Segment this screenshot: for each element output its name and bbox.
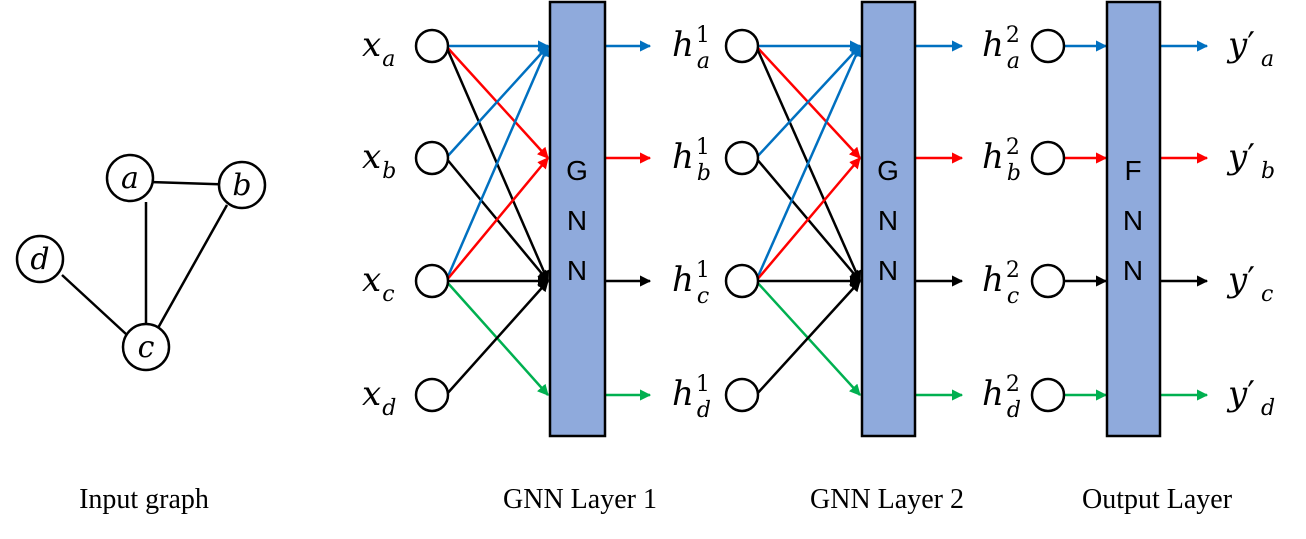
hidden2-node-c xyxy=(1030,263,1066,299)
caption-gnn-layer-1: GNN Layer 1 xyxy=(503,484,657,515)
gnn2-letter-2: N xyxy=(878,205,898,236)
graph-node-label-a: a xyxy=(121,161,139,196)
output-layer-box xyxy=(1105,0,1162,438)
input-node-c xyxy=(414,263,450,299)
input-node-b xyxy=(414,140,450,176)
output-layer-block: F N N xyxy=(1105,0,1162,438)
message-arrow-layer2-d-to-c xyxy=(755,280,861,396)
hidden2-node-a xyxy=(1030,28,1066,64)
graph-node-label-d: d xyxy=(30,242,49,277)
hidden2-node-d xyxy=(1030,377,1066,413)
input-label-b: xb xyxy=(362,137,396,184)
hidden2-node-b xyxy=(1030,140,1066,176)
output-label-b: y′b xyxy=(1226,137,1275,184)
message-arrow-layer1-d-to-c xyxy=(445,280,549,396)
output-label-c: y′c xyxy=(1226,260,1273,307)
fnn-letter-1: F xyxy=(1124,155,1141,186)
caption-input-graph: Input graph xyxy=(79,484,209,515)
graph-edge-d-c xyxy=(61,274,127,335)
graph-node-label-c: c xyxy=(138,330,155,365)
message-arrow-layer2-c-to-a xyxy=(754,44,862,282)
message-arrow-layer1-b-to-a xyxy=(445,45,549,159)
input-node-d xyxy=(414,377,450,413)
input-graph: a b c d xyxy=(15,153,267,372)
message-arrow-layer1-c-to-a xyxy=(444,44,550,282)
gnn-layer-1-block: G N N xyxy=(548,0,607,438)
graph-node-label-b: b xyxy=(232,168,251,203)
gnn-layer-2-block: G N N xyxy=(860,0,917,438)
gnn2-letter-1: G xyxy=(877,155,899,186)
input-label-d: xd xyxy=(362,374,396,421)
hidden1-node-a xyxy=(724,28,760,64)
input-label-c: xc xyxy=(362,260,395,307)
gnn1-letter-2: N xyxy=(567,205,587,236)
graph-node-d xyxy=(15,234,65,284)
message-arrows xyxy=(444,40,1209,401)
message-arrow-layer2-b-to-a xyxy=(755,45,861,159)
graph-node-c xyxy=(121,322,171,372)
fnn-letter-2: N xyxy=(1123,205,1143,236)
graph-edge-b-c xyxy=(156,204,229,329)
message-arrow-layer1-c-to-b xyxy=(445,157,549,282)
caption-gnn-layer-2: GNN Layer 2 xyxy=(810,484,964,515)
gnn2-letter-3: N xyxy=(878,255,898,286)
message-arrow-layer2-c-to-b xyxy=(755,157,861,282)
graph-node-a xyxy=(105,153,155,203)
input-node-a xyxy=(414,28,450,64)
graph-node-b xyxy=(217,160,267,210)
output-label-a: y′a xyxy=(1226,25,1274,72)
gnn1-letter-3: N xyxy=(567,255,587,286)
gnn-layer-1-box xyxy=(548,0,607,438)
gnn1-letter-1: G xyxy=(566,155,588,186)
input-label-a: xa xyxy=(362,25,395,72)
gnn-layer-2-box xyxy=(860,0,917,438)
caption-output-layer: Output Layer xyxy=(1082,484,1233,515)
hidden1-node-c xyxy=(724,263,760,299)
output-label-d: y′d xyxy=(1226,374,1275,421)
fnn-letter-3: N xyxy=(1123,255,1143,286)
hidden1-node-d xyxy=(724,377,760,413)
hidden1-node-b xyxy=(724,140,760,176)
